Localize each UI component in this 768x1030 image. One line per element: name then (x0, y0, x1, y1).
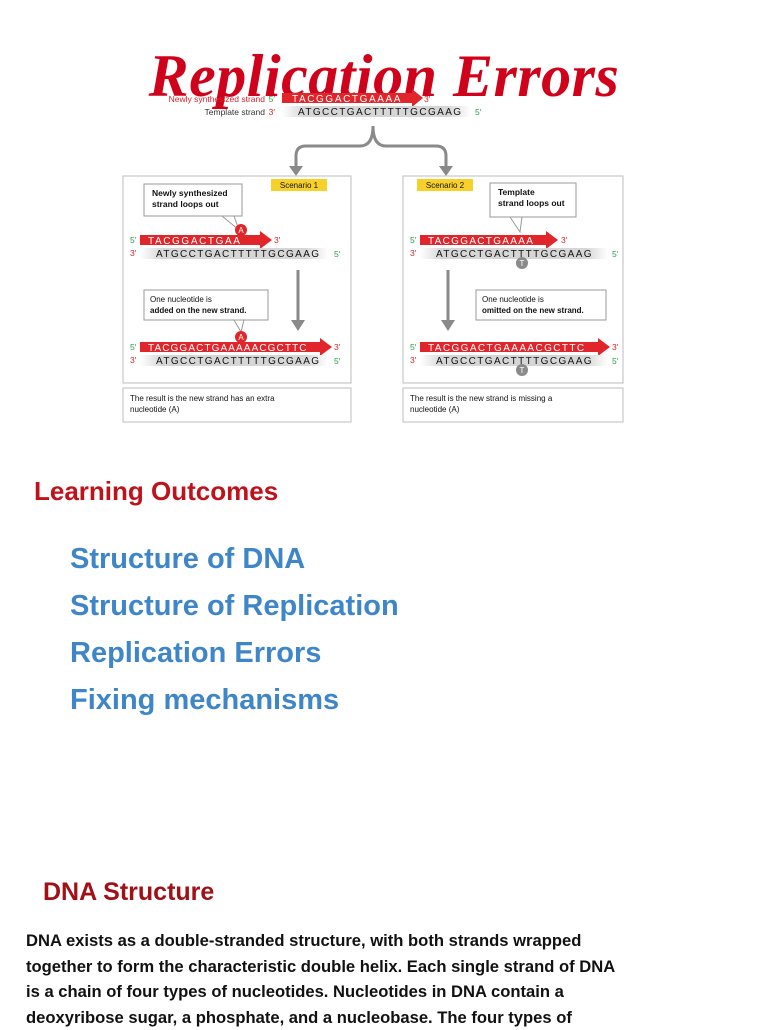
s1-template-3prime: 3′ (130, 248, 137, 258)
s2-final-loop-base: T (520, 366, 525, 375)
scenario-1-callout-line-1: Newly synthesized (152, 188, 228, 198)
s2-final-template-strand (420, 355, 608, 366)
s2-new-3prime: 3′ (561, 235, 568, 245)
s1-final-template-sequence: ATGCCTGACTTTTTGCGAAG (156, 356, 320, 367)
s2-final-template-3prime: 3′ (410, 355, 417, 365)
scenario-2-panel: Scenario 2 Template strand loops out 5′ … (402, 175, 624, 423)
s1-loop-base: A (238, 226, 244, 235)
paragraph-line: DNA exists as a double-stranded structur… (26, 931, 582, 950)
s1-new-3prime: 3′ (274, 235, 281, 245)
s1-result-line-1: The result is the new strand has an extr… (130, 394, 275, 403)
s1-final-new-sequence: TACGGACTGAAAAACGCTTC (148, 343, 308, 354)
top-template-sequence: ATGCCTGACTTTTTGCGAAG (298, 107, 462, 118)
s2-final-new-5prime: 5′ (410, 342, 417, 352)
paragraph-line: is a chain of four types of nucleotides.… (26, 982, 564, 1002)
s2-note (475, 289, 607, 321)
s1-final-template-strand (140, 355, 328, 366)
s2-result-box (402, 387, 624, 423)
s1-final-new-3prime: 3′ (334, 342, 341, 352)
s2-result-line-1: The result is the new strand is missing … (410, 394, 553, 403)
top-template-strand (282, 106, 470, 117)
s1-final-new-strand-arrow (140, 338, 332, 356)
s2-new-sequence: TACGGACTGAAAA (428, 236, 534, 247)
scenario-2-tag (417, 179, 473, 191)
s2-result-line-2: nucleotide (A) (410, 405, 460, 414)
s1-down-arrowhead (291, 320, 305, 331)
scenario-2-callout-pointer (509, 216, 523, 234)
scenario-1-tag-label: Scenario 1 (280, 181, 319, 190)
branch-right-arrowhead (439, 166, 453, 176)
dna-structure-heading: DNA Structure (43, 878, 215, 906)
s2-final-loop-bubble (516, 364, 528, 376)
s2-final-new-strand-arrow (420, 338, 610, 356)
s2-final-new-3prime: 3′ (612, 342, 619, 352)
s1-new-sequence: TACGGACTGAA (148, 236, 242, 247)
scenario-1-callout-line-2: strand loops out (152, 199, 219, 209)
scenario-1-callout (143, 183, 243, 217)
s1-new-5prime: 5′ (130, 235, 137, 245)
s1-note (143, 289, 269, 321)
top-new-sequence: TACGGACTGAAAA (292, 94, 402, 105)
learning-outcomes-list: Structure of DNA Structure of Replicatio… (70, 540, 399, 728)
new-strand-label: Newly synthesized strand (169, 94, 266, 104)
s2-loop-base: T (520, 259, 525, 268)
scenario-1-panel: Scenario 1 Newly synthesized strand loop… (122, 175, 352, 423)
scenario-2-callout (489, 182, 577, 218)
top-new-5prime: 5′ (269, 94, 276, 104)
paragraph-line: deoxyribose sugar, a phosphate, and a nu… (26, 1007, 572, 1027)
s1-note-line-1: One nucleotide is (150, 295, 212, 304)
s1-note-line-2: added on the new strand. (150, 306, 246, 315)
learning-outcome-item: Structure of DNA (70, 543, 306, 575)
s2-final-new-sequence: TACGGACTGAAAACGCTTC (428, 343, 586, 354)
paragraph-line: together to form the characteristic doub… (26, 956, 616, 976)
scenario-1-tag (271, 179, 327, 191)
dna-structure-paragraph: DNA exists as a double-stranded structur… (26, 928, 746, 1030)
s1-final-template-3prime: 3′ (130, 355, 137, 365)
learning-outcomes-heading: Learning Outcomes (34, 476, 279, 506)
branch-right-arrow (371, 125, 448, 168)
s2-template-3prime: 3′ (410, 248, 417, 258)
s1-result-line-2: nucleotide (A) (130, 405, 180, 414)
s1-result-box (122, 387, 352, 423)
s1-loop-bubble (235, 224, 247, 236)
scenario-2-tag-label: Scenario 2 (426, 181, 465, 190)
top-new-strand-arrow (282, 89, 423, 107)
template-strand-label: Template strand (205, 107, 266, 117)
s2-note-line-1: One nucleotide is (482, 295, 544, 304)
s2-loop-bubble (516, 257, 528, 269)
s1-final-new-5prime: 5′ (130, 342, 137, 352)
s2-final-template-sequence: ATGCCTGACTTTTGCGAAG (436, 356, 593, 367)
learning-outcome-item: Fixing mechanisms (70, 684, 340, 716)
learning-outcome-item: Structure of Replication (70, 590, 399, 622)
top-template-5prime: 5′ (475, 107, 482, 117)
s2-template-5prime: 5′ (612, 249, 619, 259)
scenario-2-callout-line-1: Template (498, 187, 535, 197)
branch-left-arrowhead (289, 166, 303, 176)
s2-new-5prime: 5′ (410, 235, 417, 245)
s2-template-sequence: ATGCCTGACTTTTGCGAAG (436, 249, 593, 260)
top-new-3prime: 3′ (424, 94, 431, 104)
s2-new-strand-arrow (420, 231, 558, 249)
scenario-2-callout-line-2: strand loops out (498, 198, 565, 208)
top-template-3prime: 3′ (269, 107, 276, 117)
s2-final-template-5prime: 5′ (612, 356, 619, 366)
s2-template-strand (420, 248, 608, 259)
s1-note-pointer (233, 319, 245, 334)
s1-final-loop-bubble (235, 331, 247, 343)
s1-template-sequence: ATGCCTGACTTTTTGCGAAG (156, 249, 320, 260)
replication-errors-figure: Newly synthesized strand 5′ TACGGACTGAAA… (110, 84, 640, 430)
s1-final-loop-base: A (238, 333, 244, 342)
branch-left-arrow (294, 125, 375, 168)
replication-errors-diagram: Newly synthesized strand 5′ TACGGACTGAAA… (122, 89, 624, 423)
scenario-1-callout-pointer (220, 215, 241, 232)
s1-template-strand (140, 248, 328, 259)
s1-final-template-5prime: 5′ (334, 356, 341, 366)
s2-note-line-2: omitted on the new strand. (482, 306, 584, 315)
learning-outcome-item: Replication Errors (70, 637, 322, 669)
s1-template-5prime: 5′ (334, 249, 341, 259)
s2-down-arrowhead (441, 320, 455, 331)
